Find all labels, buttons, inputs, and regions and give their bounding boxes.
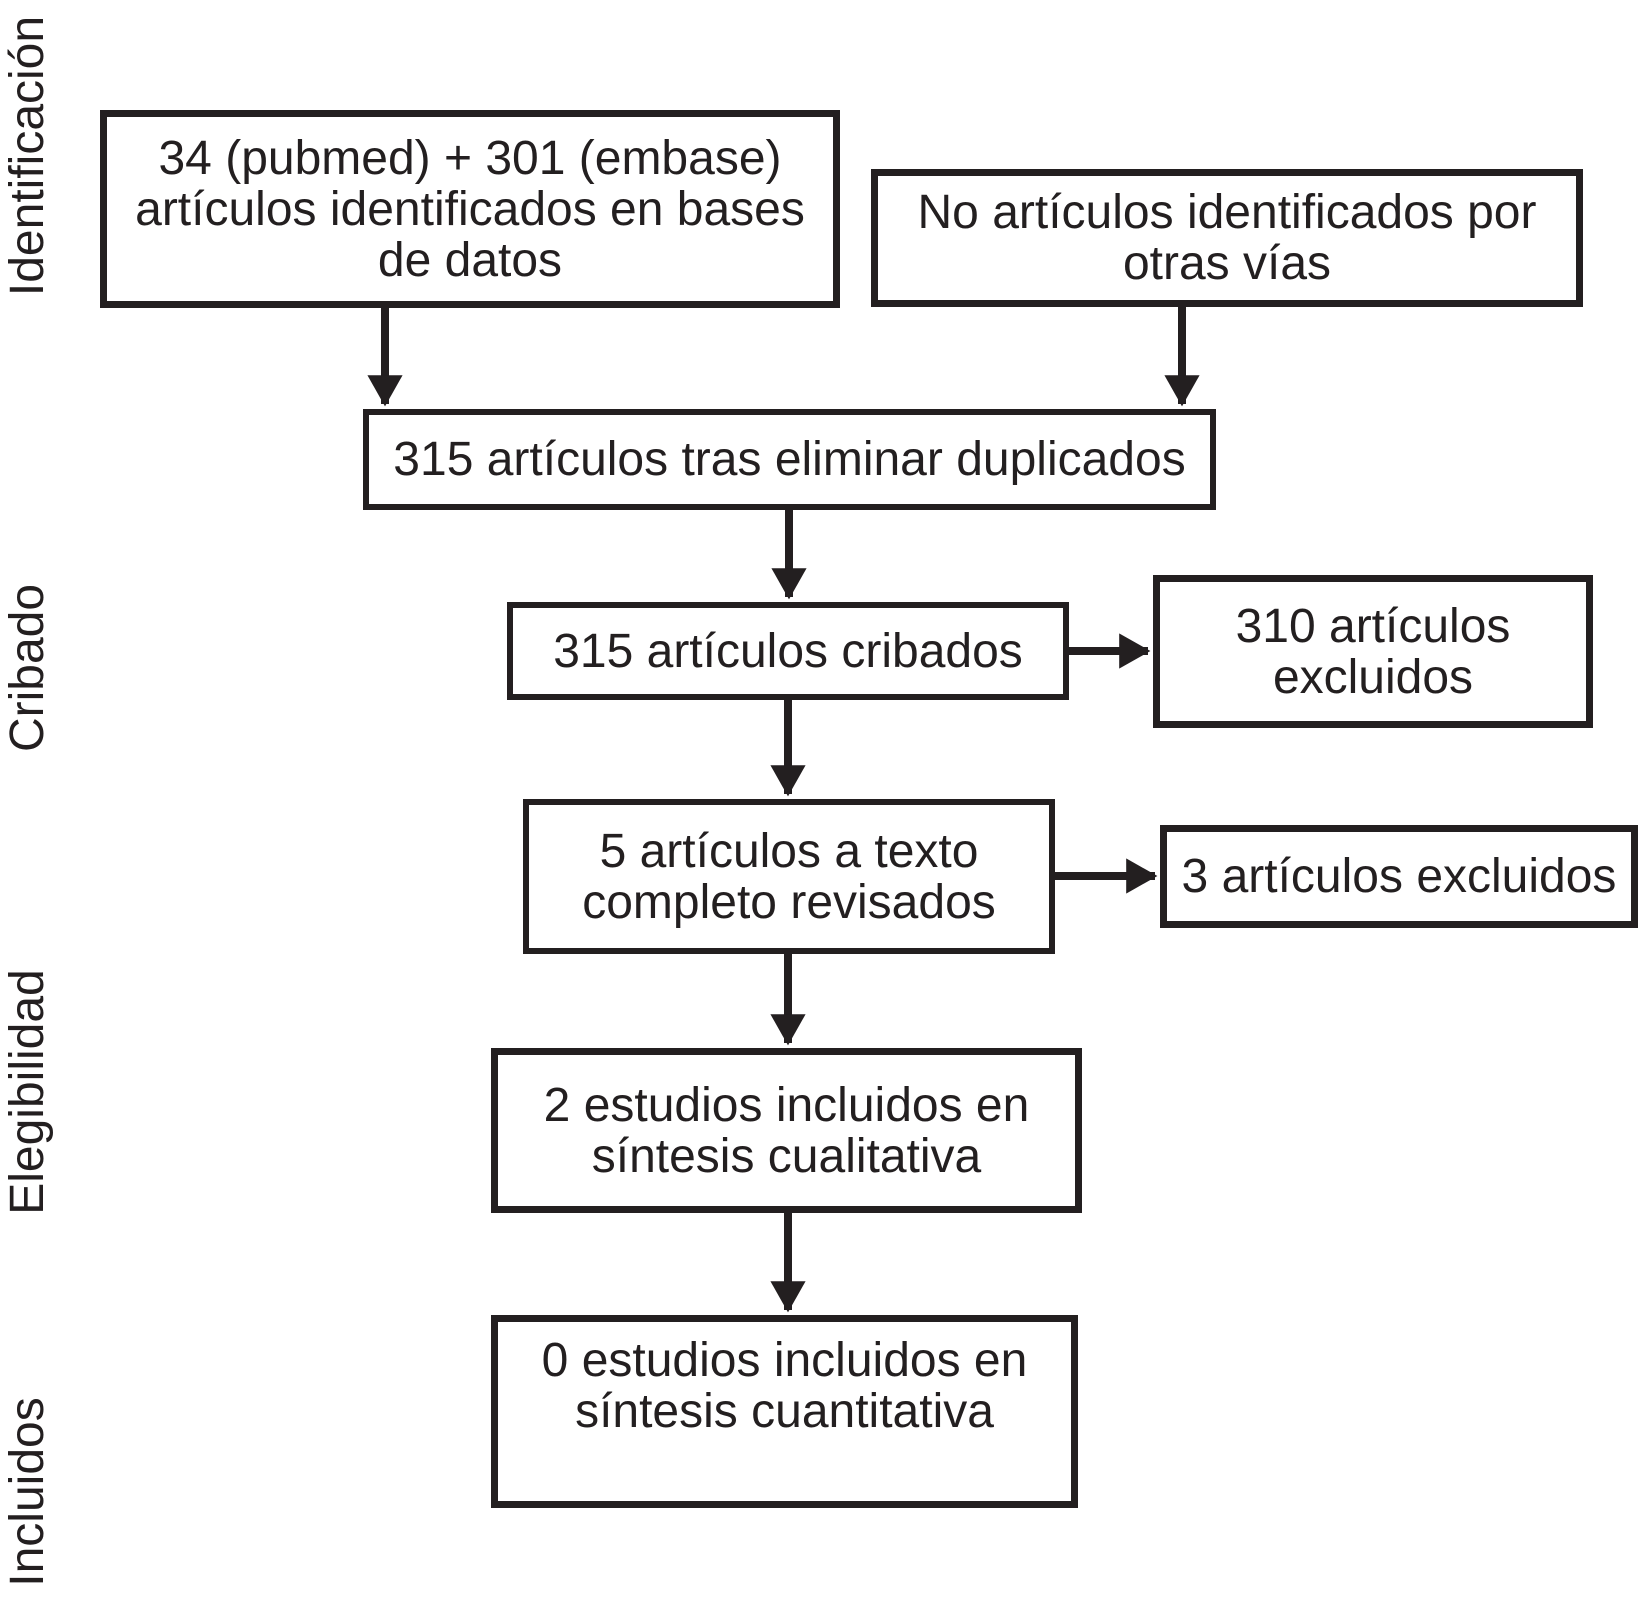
node-other-sources: No artículos identificados por otras vía… <box>871 169 1583 307</box>
node-screened: 315 artículos cribados <box>507 602 1069 700</box>
node-full-text-reviewed: 5 artículos a texto completo revisados <box>523 799 1055 954</box>
node-screened-text: 315 artículos cribados <box>553 624 1023 678</box>
node-qualitative-synthesis: 2 estudios incluidos en síntesis cualita… <box>491 1048 1082 1213</box>
node-full-text-reviewed-text: 5 artículos a texto completo revisados <box>582 824 996 929</box>
node-deduplicated-text: 315 artículos tras eliminar duplicados <box>393 433 1186 486</box>
stage-label-elegibilidad: Elegibilidad <box>1 969 54 1215</box>
stage-label-identificacion: Identificación <box>1 15 54 297</box>
node-qualitative-synthesis-text: 2 estudios incluidos en síntesis cualita… <box>543 1078 1030 1183</box>
node-excluded-screening-text: 310 artículos excluidos <box>1235 599 1511 704</box>
node-quantitative-synthesis: 0 estudios incluidos en síntesis cuantit… <box>491 1315 1078 1508</box>
stage-label-incluidos: Incluidos <box>1 1397 54 1587</box>
node-excluded-screening: 310 artículos excluidos <box>1153 575 1593 728</box>
node-excluded-full-text: 3 artículos excluidos <box>1160 825 1638 928</box>
node-excluded-full-text-text: 3 artículos excluidos <box>1181 850 1617 903</box>
node-databases: 34 (pubmed) + 301 (embase) artículos ide… <box>100 110 840 308</box>
node-quantitative-synthesis-text: 0 estudios incluidos en síntesis cuantit… <box>541 1334 1028 1438</box>
node-databases-text: 34 (pubmed) + 301 (embase) artículos ide… <box>135 131 805 287</box>
stage-label-cribado: Cribado <box>1 583 54 753</box>
node-deduplicated: 315 artículos tras eliminar duplicados <box>363 409 1216 510</box>
node-other-sources-text: No artículos identificados por otras vía… <box>917 186 1537 290</box>
